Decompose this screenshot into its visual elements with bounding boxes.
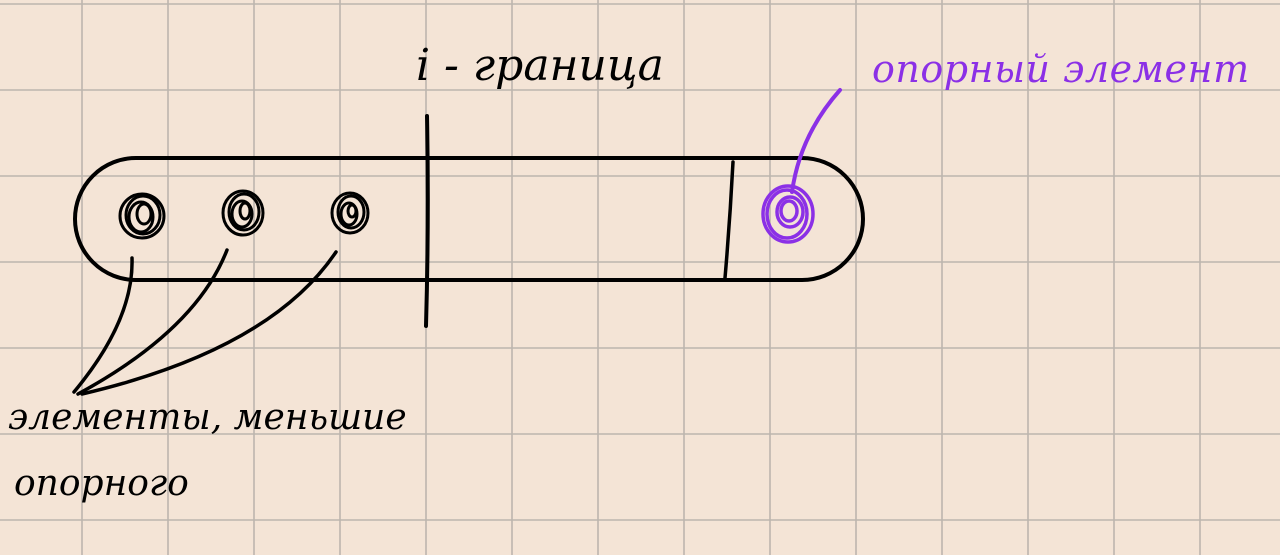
boundary-label: i - граница [416,40,664,91]
pivot-divider [723,160,735,280]
boundary-line [424,114,430,328]
smaller-element-2 [221,189,265,237]
pivot-label: опорный элемент [872,47,1250,91]
pivot-element [761,184,815,244]
pivot-pointer [790,88,842,194]
smaller-elements-label-line1: элементы, меньшие [8,397,407,438]
smaller-elements-pointers [72,248,338,396]
smaller-element-3 [330,191,370,235]
array-capsule-outline [73,156,865,282]
smaller-elements-label-line2: опорного [14,463,189,504]
smaller-element-1 [118,192,166,240]
